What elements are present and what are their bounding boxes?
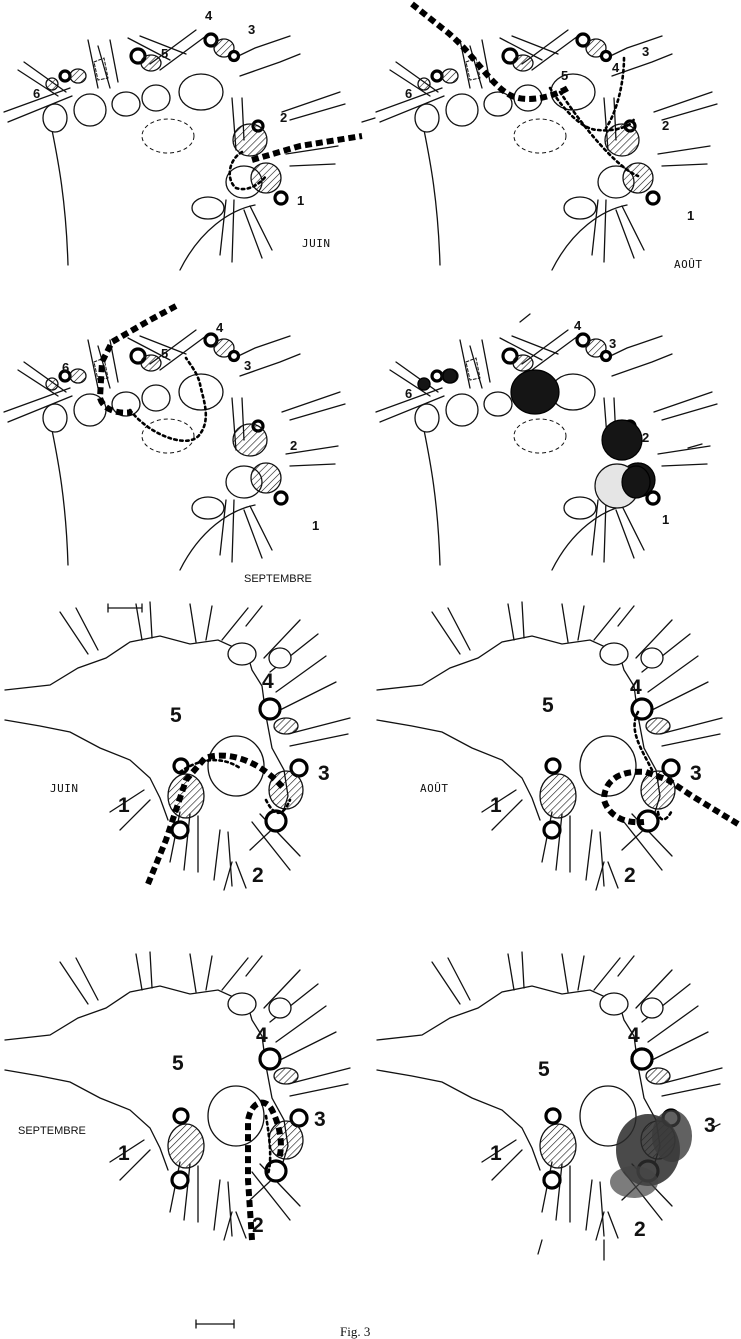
ganglion-number: 1 [687,208,694,223]
ganglion-number: 2 [642,430,649,445]
ganglion-number-large: 2 [624,864,636,887]
ganglion-number: 5 [561,68,568,83]
ganglion-number: 1 [297,193,304,208]
month-label-aout: AOÛT [420,782,449,795]
panel-lower-aout: 5 4 3 2 1 AOÛT [377,602,738,890]
ganglion-number: 6 [62,360,69,375]
panel-upper-septembre: 6 5 4 3 2 1 SEPTEMBRE [4,306,345,585]
panel-lower-juin: 5 4 3 2 1 JUIN [5,602,350,890]
ganglion-number-large: 3 [314,1108,326,1131]
ganglion-number-large: 4 [262,670,274,693]
month-label-septembre: SEPTEMBRE [244,573,312,585]
ganglion-number: 5 [161,46,168,61]
ganglion-number: 3 [642,44,649,59]
ganglion-number: 4 [574,318,582,333]
ganglion-number: 2 [290,438,297,453]
ganglion-number: 6 [33,86,40,101]
ganglion-number-large: 3 [704,1114,716,1137]
ganglion-number-large: 5 [172,1052,184,1075]
ganglion-number-large: 2 [634,1218,646,1241]
month-label-juin: JUIN [50,782,79,795]
figure-caption: Fig. 3 [340,1324,370,1339]
ganglion-number-large: 1 [490,1142,502,1165]
ganglion-number-large: 2 [252,864,264,887]
ganglion-number: 2 [662,118,669,133]
ganglion-number-large: 4 [628,1024,640,1047]
scale-bar-lower [196,1320,234,1328]
ganglion-number-large: 4 [256,1024,268,1047]
ganglion-number-large: 5 [542,694,554,717]
panel-lower-septembre: 5 4 3 2 1 SEPTEMBRE [5,952,350,1240]
ganglion-number: 3 [248,22,255,37]
ganglion-number-large: 1 [118,794,130,817]
ganglion-number-large: 5 [538,1058,550,1081]
panel-upper-aout: 6 5 4 3 2 1 AOÛT [376,4,717,271]
ganglion-number: 1 [312,518,319,533]
ganglion-number-large: 4 [630,676,642,699]
month-label-juin: JUIN [302,237,331,250]
panel-upper-juin: 6 5 4 3 2 1 JUIN [4,8,375,270]
panel-lower-stained: 5 4 3 2 1 [377,952,722,1260]
ganglion-number: 4 [205,8,213,23]
ganglion-number: 3 [244,358,251,373]
panel-upper-stained: 6 4 3 2 1 [376,314,717,570]
ganglion-number-large: 5 [170,704,182,727]
ganglion-number: 5 [161,346,168,361]
ganglion-number-large: 1 [118,1142,130,1165]
ganglion-number-large: 2 [252,1214,264,1237]
ganglion-number: 4 [216,320,224,335]
month-label-septembre: SEPTEMBRE [18,1125,86,1137]
ganglion-number: 1 [662,512,669,527]
ganglion-number: 4 [612,60,620,75]
ganglion-number: 6 [405,386,412,401]
ganglion-number-large: 3 [690,762,702,785]
month-label-aout: AOÛT [674,258,703,271]
ganglion-number-large: 1 [490,794,502,817]
ganglion-number: 3 [609,336,616,351]
ganglion-number: 2 [280,110,287,125]
ganglion-number: 6 [405,86,412,101]
ganglion-number-large: 3 [318,762,330,785]
